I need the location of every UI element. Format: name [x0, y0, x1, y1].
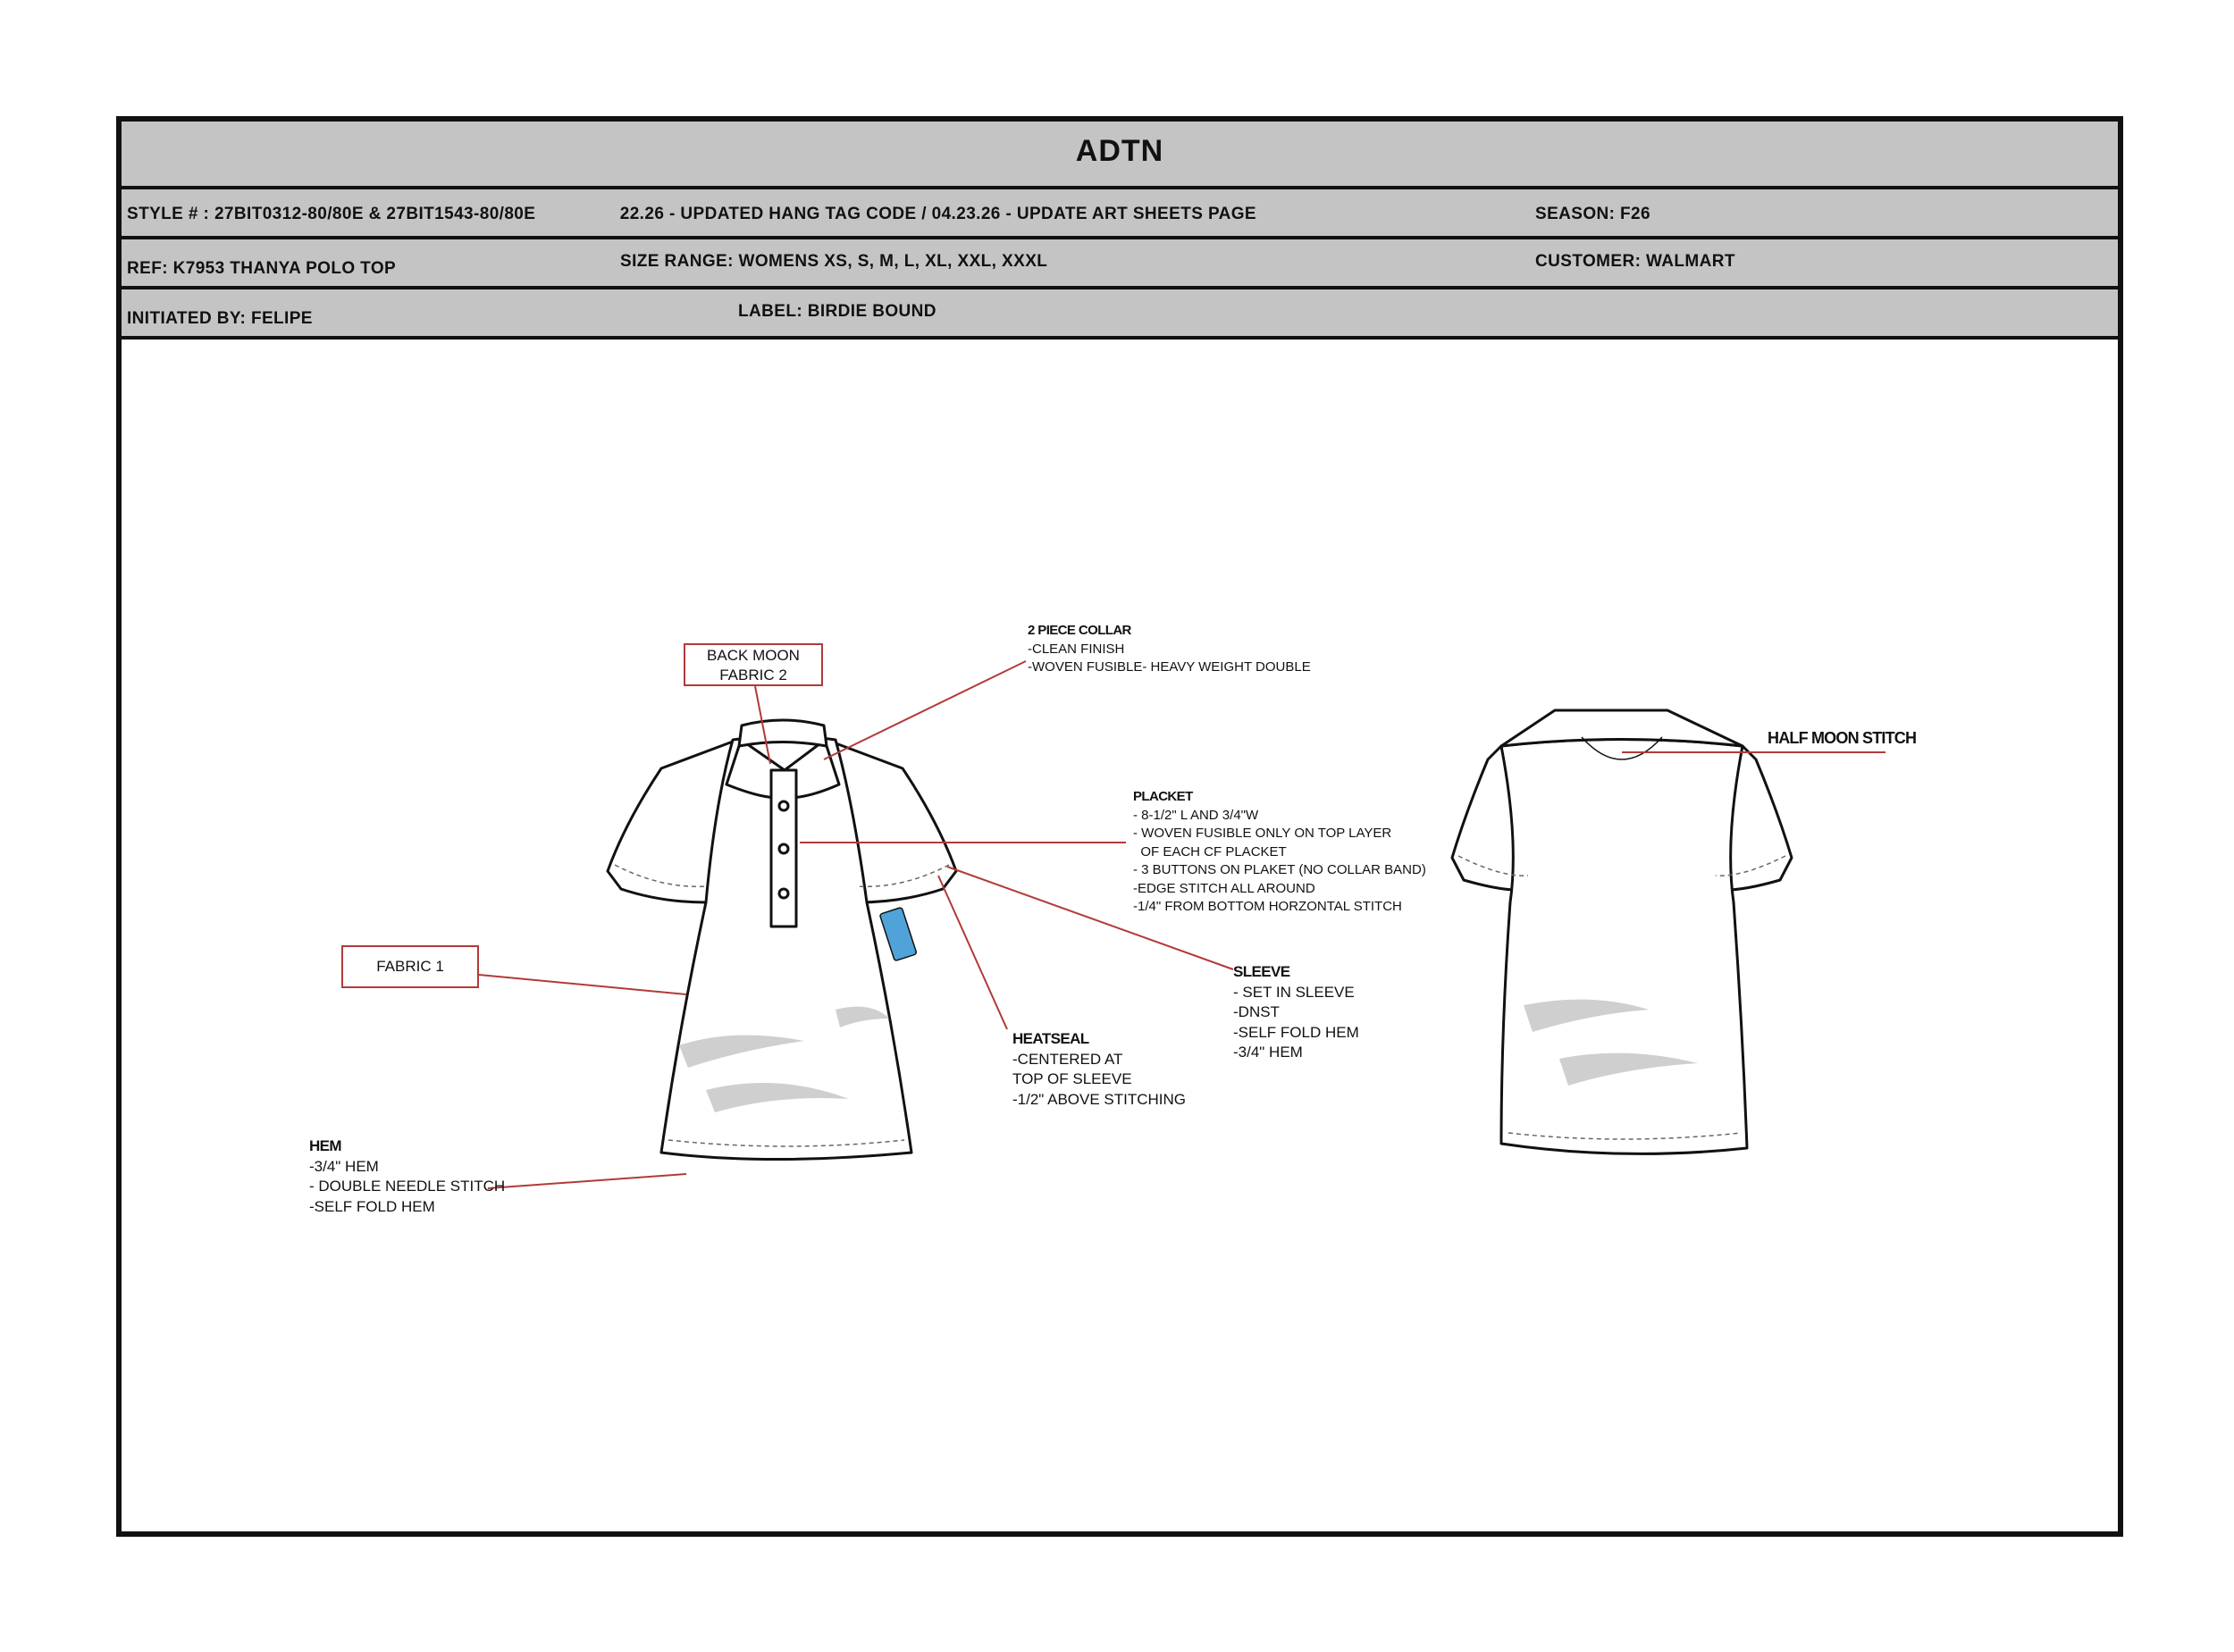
- collar-line: -WOVEN FUSIBLE- HEAVY WEIGHT DOUBLE: [1028, 659, 1311, 675]
- header-row-ref: REF: K7953 THANYA POLO TOP SIZE RANGE: W…: [122, 239, 2118, 289]
- heatseal-line: TOP OF SLEEVE: [1012, 1070, 1132, 1087]
- hem-line: -3/4" HEM: [309, 1157, 379, 1175]
- sleeve-line: -DNST: [1233, 1003, 1280, 1020]
- hem-heading: HEM: [309, 1137, 342, 1154]
- placket-line: -1/4" FROM BOTTOM HORZONTAL STITCH: [1133, 899, 1402, 914]
- collar-heading: 2 PIECE COLLAR: [1028, 623, 1131, 638]
- sleeve-note: SLEEVE - SET IN SLEEVE -DNST -SELF FOLD …: [1233, 962, 1359, 1063]
- customer: CUSTOMER: WALMART: [1535, 252, 1735, 271]
- half-moon-stitch-note: HALF MOON STITCH: [1768, 729, 1917, 747]
- placket-line: - 3 BUTTONS ON PLAKET (NO COLLAR BAND): [1133, 862, 1426, 877]
- header-row-initiated: INITIATED BY: FELIPE LABEL: BIRDIE BOUND: [122, 289, 2118, 340]
- style-number: STYLE # : 27BIT0312-80/80E & 27BIT1543-8…: [127, 205, 536, 223]
- hem-line: -SELF FOLD HEM: [309, 1197, 435, 1215]
- heatseal-line: -CENTERED AT: [1012, 1050, 1123, 1068]
- back-moon-line2: FABRIC 2: [719, 667, 787, 683]
- sleeve-heading: SLEEVE: [1233, 963, 1290, 980]
- collar-note: 2 PIECE COLLAR -CLEAN FINISH -WOVEN FUSI…: [1028, 622, 1311, 677]
- placket-heading: PLACKET: [1133, 789, 1193, 804]
- header-row-style: STYLE # : 27BIT0312-80/80E & 27BIT1543-8…: [122, 189, 2118, 239]
- hem-note: HEM -3/4" HEM - DOUBLE NEEDLE STITCH -SE…: [309, 1136, 505, 1217]
- placket-line: OF EACH CF PLACKET: [1133, 843, 1287, 860]
- sleeve-line: - SET IN SLEEVE: [1233, 983, 1355, 1001]
- back-moon-label: BACK MOON FABRIC 2: [684, 643, 823, 686]
- back-moon-line1: BACK MOON: [707, 647, 800, 664]
- placket-line: - 8-1/2" L AND 3/4"W: [1133, 807, 1259, 823]
- update-note: 22.26 - UPDATED HANG TAG CODE / 04.23.26…: [619, 205, 1256, 223]
- season: SEASON: F26: [1535, 205, 1650, 223]
- hem-line: - DOUBLE NEEDLE STITCH: [309, 1178, 506, 1195]
- brand-title: ADTN: [1075, 134, 1164, 168]
- placket-line: - WOVEN FUSIBLE ONLY ON TOP LAYER: [1133, 826, 1392, 841]
- heatseal-note: HEATSEAL -CENTERED AT TOP OF SLEEVE -1/2…: [1012, 1029, 1186, 1110]
- initiated-by: INITIATED BY: FELIPE: [127, 309, 313, 328]
- header-title-row: ADTN: [122, 122, 2118, 189]
- placket-note: PLACKET - 8-1/2" L AND 3/4"W - WOVEN FUS…: [1133, 788, 1426, 917]
- heatseal-line: -1/2" ABOVE STITCHING: [1012, 1090, 1187, 1108]
- heatseal-heading: HEATSEAL: [1012, 1030, 1089, 1047]
- label-brand: LABEL: BIRDIE BOUND: [738, 302, 936, 321]
- spec-sheet: ADTN STYLE # : 27BIT0312-80/80E & 27BIT1…: [116, 116, 2123, 1537]
- sleeve-line: -3/4" HEM: [1233, 1044, 1303, 1061]
- fabric1-label: FABRIC 1: [341, 945, 479, 988]
- size-range: SIZE RANGE: WOMENS XS, S, M, L, XL, XXL,…: [620, 252, 1048, 271]
- sleeve-line: -SELF FOLD HEM: [1233, 1023, 1359, 1041]
- reference: REF: K7953 THANYA POLO TOP: [127, 259, 397, 278]
- placket-line: -EDGE STITCH ALL AROUND: [1133, 880, 1315, 896]
- collar-line: -CLEAN FINISH: [1028, 641, 1125, 657]
